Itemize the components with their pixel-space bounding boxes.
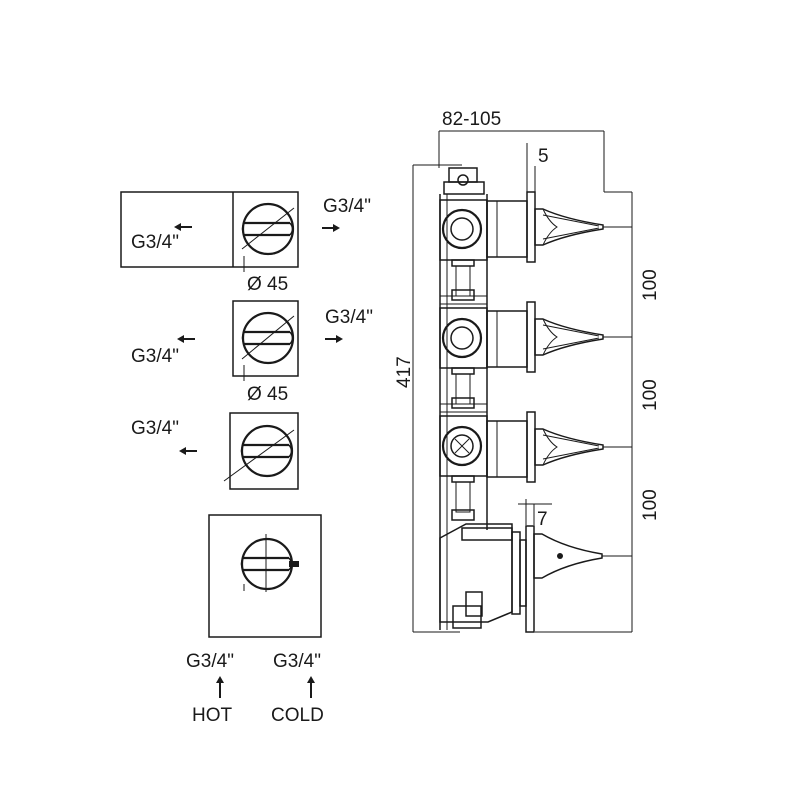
outlet-1-right-label: G3/4": [323, 196, 371, 217]
spacing-2-dimension: 100: [640, 379, 661, 411]
side-view: [412, 130, 633, 633]
depth-dimension: 82-105: [442, 109, 501, 130]
front-plate-3: [178, 412, 299, 490]
outlet-3-left-label: G3/4": [131, 418, 179, 439]
hot-arrow-icon: [215, 675, 225, 699]
front-plate-4: [208, 514, 322, 638]
outlet-2-right-label: G3/4": [325, 307, 373, 328]
arrow-right-icon: [321, 223, 341, 233]
knob-2-diameter-label: Ø 45: [247, 384, 288, 405]
cold-label: COLD: [271, 705, 324, 726]
front-plate-1: [120, 191, 341, 272]
cold-size-label: G3/4": [273, 651, 321, 672]
valve-knob-3-icon: [240, 424, 294, 478]
outlet-2-left-label: G3/4": [131, 346, 179, 367]
total-height-dimension: 417: [394, 356, 415, 388]
spacing-1-dimension: 100: [640, 269, 661, 301]
cold-arrow-icon: [306, 675, 316, 699]
knob-1-diameter-label: Ø 45: [247, 274, 288, 295]
outlet-1-left-label: G3/4": [131, 232, 179, 253]
spacing-3-dimension: 100: [640, 489, 661, 521]
handle-offset-bottom: 7: [537, 509, 548, 530]
hot-label: HOT: [192, 705, 233, 726]
arrow-left-icon: [176, 334, 196, 344]
handle-offset-top: 5: [538, 146, 549, 167]
arrow-left-icon: [178, 446, 198, 456]
arrow-left-icon: [173, 222, 193, 232]
mixer-knob-icon: [240, 537, 294, 591]
hot-size-label: G3/4": [186, 651, 234, 672]
front-plate-2: [176, 300, 344, 381]
arrow-right-icon: [324, 334, 344, 344]
